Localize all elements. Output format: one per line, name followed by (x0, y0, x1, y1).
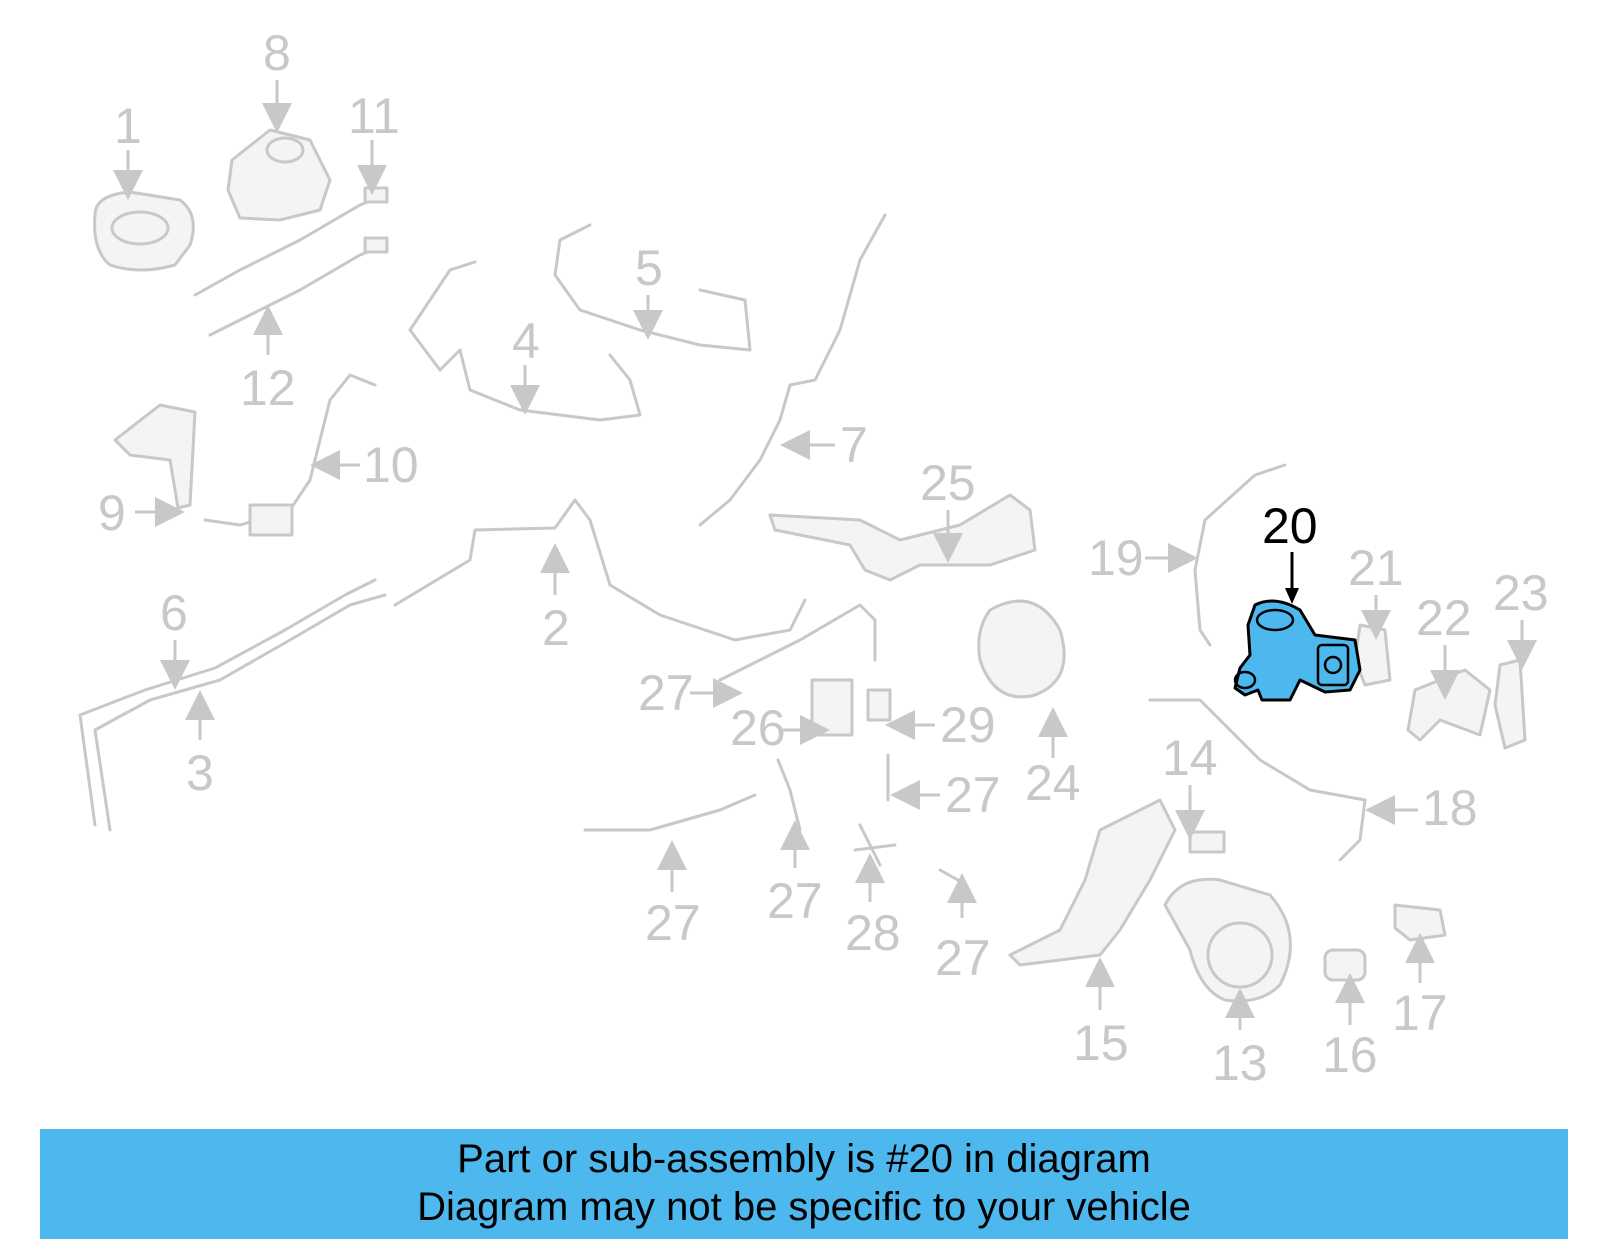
callout-25: 25 (920, 455, 976, 511)
part-12[interactable] (208, 236, 389, 337)
part-16[interactable] (1323, 948, 1367, 982)
callout-20-leader (1285, 552, 1299, 604)
part-7[interactable] (698, 213, 887, 527)
part-18[interactable] (1148, 698, 1367, 862)
callout-20: 20 (1262, 498, 1318, 554)
banner-disclaimer: Diagram may not be specific to your vehi… (417, 1185, 1191, 1229)
part-20-highlighted[interactable] (1233, 599, 1362, 702)
callout-27b: 27 (945, 767, 1001, 823)
callout-24: 24 (1025, 755, 1081, 811)
part-24[interactable] (977, 599, 1066, 699)
callout-8: 8 (263, 25, 291, 81)
callout-27d: 27 (767, 873, 823, 929)
part-14[interactable] (1188, 830, 1226, 854)
part-3[interactable] (93, 593, 387, 832)
callout-29: 29 (940, 697, 996, 753)
callout-2: 2 (542, 600, 570, 656)
callout-9: 9 (98, 485, 126, 541)
part-15[interactable] (1008, 798, 1177, 967)
callout-16: 16 (1322, 1027, 1378, 1083)
part-8[interactable] (226, 128, 332, 222)
callout-27a: 27 (638, 665, 694, 721)
part-13[interactable] (1163, 877, 1292, 1003)
part-10[interactable] (203, 373, 377, 537)
part-28[interactable] (853, 823, 897, 867)
callout-18: 18 (1422, 780, 1478, 836)
callout-4: 4 (512, 313, 540, 369)
callout-22: 22 (1416, 590, 1472, 646)
callout-1: 1 (114, 98, 142, 154)
callout-15: 15 (1073, 1015, 1129, 1071)
part-25[interactable] (768, 493, 1037, 582)
callout-17: 17 (1392, 985, 1448, 1041)
callout-19: 19 (1088, 530, 1144, 586)
part-26[interactable] (810, 678, 854, 737)
callout-14: 14 (1162, 730, 1218, 786)
callout-5: 5 (635, 240, 663, 296)
callout-11: 11 (348, 88, 400, 144)
part-1[interactable] (93, 190, 195, 272)
part-6[interactable] (78, 578, 377, 827)
part-17[interactable] (1393, 903, 1447, 942)
callout-3: 3 (186, 745, 214, 801)
info-banner: Part or sub-assembly is #20 in diagram D… (40, 1129, 1568, 1239)
part-29[interactable] (866, 688, 892, 722)
part-4[interactable] (408, 260, 642, 422)
callout-leaders (113, 80, 1537, 1030)
callout-21: 21 (1348, 540, 1404, 596)
callout-labels: 1 8 11 12 5 4 7 10 9 2 6 3 25 27 26 29 2… (98, 25, 1549, 1091)
part-23[interactable] (1493, 658, 1527, 750)
parts-diagram: 1 8 11 12 5 4 7 10 9 2 6 3 25 27 26 29 2… (78, 25, 1549, 1091)
callout-23: 23 (1493, 565, 1549, 621)
callout-7: 7 (840, 417, 868, 473)
part-2[interactable] (393, 498, 807, 642)
part-27[interactable] (583, 603, 960, 882)
banner-part-note: Part or sub-assembly is #20 in diagram (457, 1137, 1151, 1181)
callout-27e: 27 (935, 930, 991, 986)
callout-27c: 27 (645, 895, 701, 951)
part-19[interactable] (1193, 463, 1287, 647)
part-21[interactable] (1353, 623, 1392, 687)
callout-28: 28 (845, 905, 901, 961)
callout-13: 13 (1212, 1035, 1268, 1091)
part-22[interactable] (1406, 668, 1492, 742)
callout-26: 26 (730, 700, 786, 756)
callout-10: 10 (363, 437, 419, 493)
callout-12: 12 (240, 360, 296, 416)
part-9[interactable] (113, 403, 197, 510)
callout-6: 6 (160, 585, 188, 641)
